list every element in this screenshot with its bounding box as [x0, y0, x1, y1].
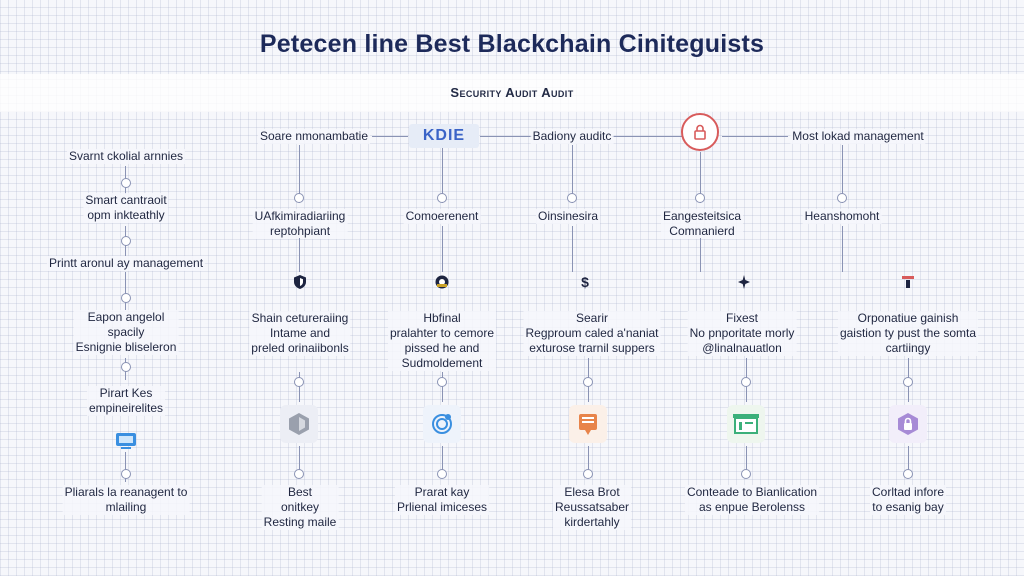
level3-node-5: Corltad infore to esanig bay: [869, 485, 947, 515]
col1-dot-d: [294, 469, 304, 479]
level3-tile-3: [569, 405, 607, 443]
level2-node-3: Searir Regproum caled a'naniat exturose …: [523, 311, 661, 356]
col5-dot-d: [903, 469, 913, 479]
level3-tile-5: [889, 405, 927, 443]
document-icon: [727, 405, 765, 443]
page-title: Petecen line Best Blackchain Ciniteguist…: [259, 30, 765, 58]
monitor-icon: [115, 432, 137, 450]
left-node-1: Svarnt ckolial arnnies: [66, 149, 186, 164]
left-line-3: [125, 272, 126, 310]
col5-dot-c: [903, 377, 913, 387]
hexagon-shield-icon: [280, 405, 318, 443]
col2-line-c: [442, 372, 443, 402]
level1-node-5: Heanshomoht: [802, 209, 882, 224]
level3-node-1: Best onitkey Resting maile: [261, 485, 339, 530]
col2-dot-d: [437, 469, 447, 479]
col4-dot-d: [741, 469, 751, 479]
logo-node: KDIE: [409, 124, 479, 148]
level3-node-2: Prarat kay Prlienal imiceses: [394, 485, 490, 515]
col3-line-b: [572, 226, 573, 272]
col5-line-a: [842, 145, 843, 203]
sparkle-icon: [737, 274, 751, 290]
level1-node-4: Eangesteitsica Comnanierd: [660, 209, 744, 239]
left-node-5: Pirart Kes empineirelites: [86, 386, 166, 416]
left-line-5: [125, 452, 126, 482]
left-node-2: Smart cantraoit opm inkteathly: [83, 193, 169, 223]
level3-node-3: Elesa Brot Reussatsaber kirdertahly: [552, 485, 632, 530]
col1-line-b: [299, 238, 300, 272]
left-node-3: Printt aronul ay management: [46, 256, 206, 271]
col2-line-b: [442, 226, 443, 272]
col4-dot-a: [695, 193, 705, 203]
certificate-icon: [569, 405, 607, 443]
dollar-icon: $: [581, 274, 589, 290]
col2-line-a: [442, 148, 443, 203]
logo-badge: KDIE: [409, 124, 479, 148]
level1-node-3: Oinsinesira: [535, 209, 601, 224]
col4-line-d: [746, 446, 747, 476]
level1-node-2: Comoerenent: [403, 209, 481, 224]
level2-node-1: Shain cetureraiing Intame and preled ori…: [249, 311, 351, 356]
top-node-1: Soare nmonambatie: [257, 129, 371, 144]
col4-line-a: [700, 152, 701, 203]
level1-node-1: UAfkimiradiariing reptohpiant: [252, 209, 348, 239]
subtitle: Security Audit Audit: [450, 85, 574, 100]
left-dot-4: [121, 362, 131, 372]
col2-line-d: [442, 446, 443, 476]
subtitle-band: [0, 74, 1024, 112]
top-connector-4: [722, 136, 788, 137]
col1-line-d: [299, 446, 300, 476]
lock-badge-icon: [681, 113, 719, 151]
shield-icon: [293, 274, 307, 290]
top-lock-node: [681, 113, 719, 151]
top-node-2: Badiony auditc: [530, 129, 614, 144]
col5-line-b: [842, 226, 843, 272]
col3-dot-a: [567, 193, 577, 203]
level3-tile-1: [280, 405, 318, 443]
col2-dot-a: [437, 193, 447, 203]
col5-dot-a: [837, 193, 847, 203]
col5-line-d: [908, 446, 909, 476]
col3-line-d: [588, 446, 589, 476]
left-dot-5: [121, 469, 131, 479]
left-dot-2: [121, 236, 131, 246]
level3-tile-2: [423, 405, 461, 443]
lock-icon: [889, 405, 927, 443]
ribbon-icon: [901, 274, 915, 290]
level3-tile-4: [727, 405, 765, 443]
col3-line-a: [572, 145, 573, 203]
col3-dot-d: [583, 469, 593, 479]
level2-node-4: Fixest No pnporitate morly @linalnauatlo…: [687, 311, 797, 356]
left-dot-1: [121, 178, 131, 188]
level2-node-2: Hbfinal pralahter to cemore pissed he an…: [387, 311, 497, 371]
fingerprint-icon: [423, 405, 461, 443]
top-connector-3: [612, 136, 682, 137]
col1-line-c: [299, 372, 300, 402]
col4-line-b: [700, 238, 701, 272]
left-node-4: Eapon angelol spacily Esnignie bliselero…: [73, 310, 179, 355]
gear-shield-icon: [434, 274, 450, 290]
col2-dot-c: [437, 377, 447, 387]
col3-dot-c: [583, 377, 593, 387]
col4-dot-c: [741, 377, 751, 387]
col1-line-a: [299, 145, 300, 203]
col1-dot-c: [294, 377, 304, 387]
col1-dot-a: [294, 193, 304, 203]
left-dot-3: [121, 293, 131, 303]
top-connector-1: [372, 136, 408, 137]
level3-node-4: Conteade to Bianlication as enpue Berole…: [684, 485, 820, 515]
left-node-6: Pliarals la reanagent to mlailing: [62, 485, 190, 515]
top-connector-2: [480, 136, 532, 137]
top-node-3: Most lokad management: [790, 129, 926, 144]
level2-node-5: Orponatiue gainish gaistion ty pust the …: [837, 311, 979, 356]
